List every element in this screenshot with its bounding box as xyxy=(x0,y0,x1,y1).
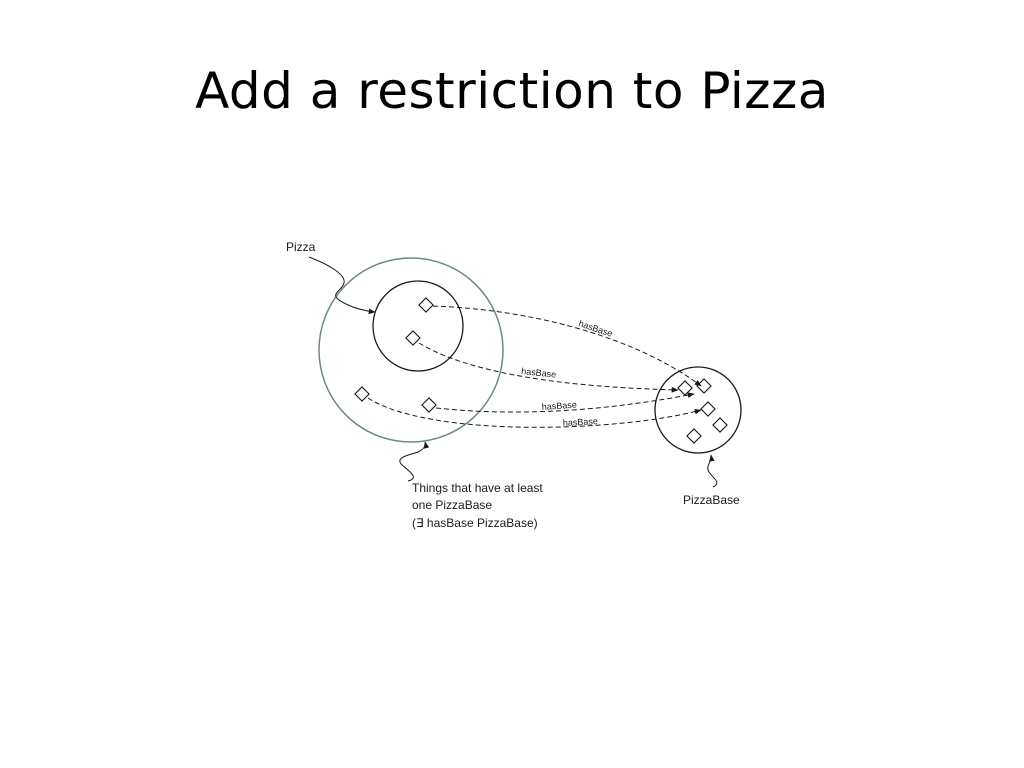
pizza-base-individual xyxy=(712,417,728,433)
pizza-base-circle xyxy=(654,366,742,454)
has-base-arrow xyxy=(367,397,702,428)
has-base-arrow xyxy=(432,305,702,387)
has-base-label: hasBase xyxy=(541,400,577,412)
has-base-arrow xyxy=(435,392,695,413)
has-base-label: hasBase xyxy=(563,416,599,428)
pizza-base-label: PizzaBase xyxy=(683,493,740,507)
pizza-base-individual xyxy=(696,378,712,394)
restriction-circle xyxy=(318,257,504,443)
pizza-individual xyxy=(418,297,434,313)
restriction-caption-line-1: Things that have at least xyxy=(412,481,543,495)
has-base-arrow xyxy=(418,342,679,393)
pizza-label: Pizza xyxy=(286,240,316,254)
pizza-pointer xyxy=(308,256,376,315)
pizza-circle xyxy=(372,280,464,372)
has-base-label: hasBase xyxy=(521,366,557,380)
restriction-caption-line-3: (∃ hasBase PizzaBase) xyxy=(412,516,538,530)
pizza-base-individual xyxy=(686,428,702,444)
slide-title: Add a restriction to Pizza xyxy=(195,62,829,120)
pizza-base-pointer xyxy=(707,454,718,488)
restriction-individual xyxy=(354,386,370,402)
restriction-caption-line-2: one PizzaBase xyxy=(412,498,492,512)
pizza-individual xyxy=(405,330,421,346)
pizza-base-individual xyxy=(677,380,693,396)
has-base-label: hasBase xyxy=(577,318,613,338)
pizza-base-individual xyxy=(700,401,716,417)
restriction-pointer xyxy=(399,441,430,482)
restriction-individual xyxy=(421,397,437,413)
